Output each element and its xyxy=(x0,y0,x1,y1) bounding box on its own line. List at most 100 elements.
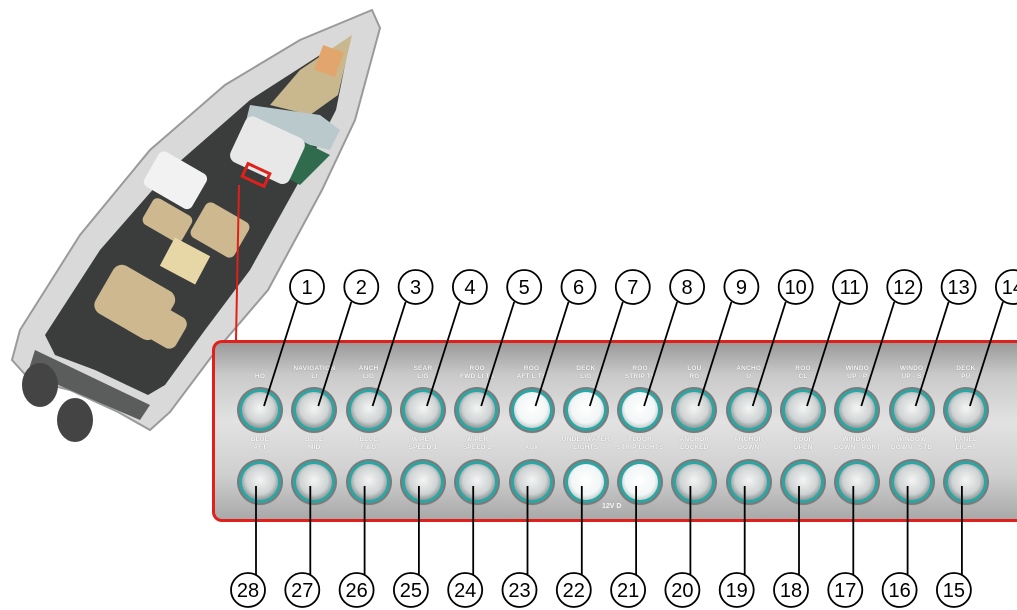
switch-label-line1: ANCHOR xyxy=(733,436,764,443)
switch-6[interactable] xyxy=(513,392,550,428)
switch-label-line1: WIPER xyxy=(466,436,489,443)
callout-leader-10 xyxy=(751,301,787,407)
switch-1[interactable] xyxy=(242,392,278,428)
helm-seat xyxy=(143,151,208,210)
switch-24[interactable] xyxy=(459,464,496,500)
switch-21[interactable] xyxy=(622,464,659,500)
callout-number-8: 8 xyxy=(682,277,693,299)
switch-7[interactable] xyxy=(567,392,604,428)
switch-18[interactable] xyxy=(785,464,821,500)
callout-number-14: 14 xyxy=(1002,277,1017,299)
switch-label-line1: WINDO xyxy=(899,365,924,372)
switch-2[interactable] xyxy=(296,392,333,428)
switch-13[interactable] xyxy=(893,392,930,428)
callout-circle-6 xyxy=(560,269,597,305)
callout-number-27: 27 xyxy=(291,580,313,602)
callout-circle-2 xyxy=(343,269,380,305)
switch-label-line1: WINDOW xyxy=(842,436,873,443)
callout-circle-24 xyxy=(447,572,484,608)
switch-label-line1: SEAR xyxy=(413,365,433,372)
callout-leader-3 xyxy=(371,301,407,407)
swim-platform xyxy=(28,350,150,420)
switch-label-line2: STRIP LIGHTS xyxy=(616,443,664,451)
callout-circle-18 xyxy=(773,572,809,608)
callout-number-24: 24 xyxy=(454,580,476,602)
switch-label-line1: ROO xyxy=(523,365,540,372)
switch-label-line1: ROO xyxy=(795,365,811,372)
switch-11[interactable] xyxy=(785,392,821,428)
callout-circle-20 xyxy=(664,572,701,608)
switch-label-line2: U xyxy=(746,372,752,380)
callout-number-18: 18 xyxy=(780,580,802,602)
switch-27[interactable] xyxy=(296,464,333,500)
callout-number-10: 10 xyxy=(785,277,807,299)
switch-10[interactable] xyxy=(730,392,767,428)
callout-circle-21 xyxy=(610,572,646,608)
switch-14[interactable] xyxy=(947,392,984,428)
switch-label-23: AUX xyxy=(501,436,563,451)
switch-label-line1: BLUE xyxy=(250,436,270,443)
outboard-motor-1 xyxy=(22,363,58,407)
windshield xyxy=(245,105,340,150)
seat-cushion-2 xyxy=(190,202,250,258)
callout-leader-13 xyxy=(914,301,950,407)
callout-circle-1 xyxy=(289,269,325,305)
switch-26[interactable] xyxy=(350,464,387,500)
switch-20[interactable] xyxy=(676,464,713,500)
callout-circle-14 xyxy=(995,269,1017,305)
switch-4[interactable] xyxy=(404,392,441,428)
switch-label-line2: SPEED 1 xyxy=(408,443,438,451)
callout-circle-22 xyxy=(555,572,592,608)
switch-label-1: HO xyxy=(229,365,291,380)
callout-number-19: 19 xyxy=(726,580,748,602)
switch-label-line2: LI xyxy=(311,372,318,380)
switch-19[interactable] xyxy=(730,464,767,500)
switch-3[interactable] xyxy=(350,392,387,428)
callout-circle-26 xyxy=(338,572,375,608)
switch-5[interactable] xyxy=(459,392,496,428)
switch-label-line1: LOU xyxy=(687,365,702,372)
switch-label-line1: UNDERWATER xyxy=(561,436,610,443)
switch-label-line1: ANCHO xyxy=(736,365,762,372)
switch-label-line2: UP - P xyxy=(847,372,868,380)
callout-circle-16 xyxy=(881,572,918,608)
switch-8[interactable] xyxy=(622,392,659,428)
callout-leader-5 xyxy=(480,301,516,407)
switch-label-line2: STRIP TS xyxy=(624,372,656,380)
switch-label-line2: LIG xyxy=(580,372,592,380)
callout-number-6: 6 xyxy=(573,277,584,299)
switch-16[interactable] xyxy=(893,464,930,500)
switch-15[interactable] xyxy=(947,464,984,500)
callout-number-9: 9 xyxy=(736,277,747,299)
switch-label-line1: ROO xyxy=(632,365,648,372)
switch-label-line1: FLOOR xyxy=(628,436,652,443)
switch-25[interactable] xyxy=(404,464,441,500)
switch-28[interactable] xyxy=(242,464,278,500)
switch-23[interactable] xyxy=(513,464,550,500)
outboard-motor-2 xyxy=(57,398,93,442)
callout-number-2: 2 xyxy=(356,277,367,299)
switch-label-line1: ROOF xyxy=(793,436,813,443)
callout-circle-12 xyxy=(886,269,923,305)
switch-label-line2: LIGHT xyxy=(955,443,977,451)
callout-circle-9 xyxy=(723,269,760,305)
switch-label-line2: OPEN xyxy=(793,443,813,451)
switch-17[interactable] xyxy=(839,464,876,500)
switch-label-line2: DOWN - STB xyxy=(890,443,933,451)
switch-22[interactable] xyxy=(567,464,604,500)
switch-9[interactable] xyxy=(676,392,713,428)
callout-leader-2 xyxy=(317,301,353,407)
callout-circle-8 xyxy=(669,269,705,305)
switch-12[interactable] xyxy=(839,392,876,428)
callout-circle-5 xyxy=(506,269,543,305)
